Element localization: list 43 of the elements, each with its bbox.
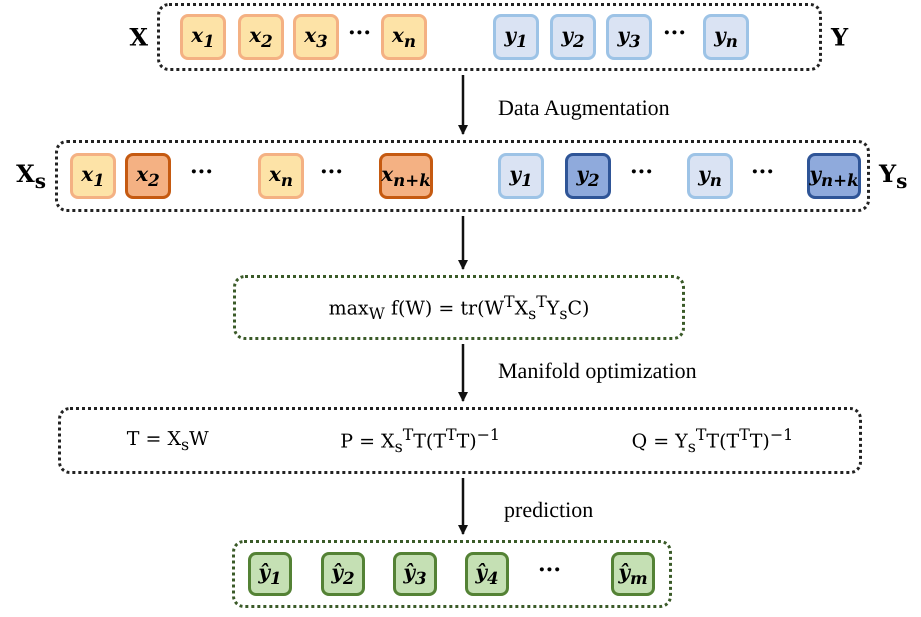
dotted-frame (232, 540, 672, 608)
group-heading: X$_{s}$ (16, 159, 46, 193)
variable-box: y$_{3}$ (606, 14, 652, 60)
variable-box: ŷ$_{m}$ (611, 552, 655, 596)
group-heading: Y (831, 22, 848, 52)
ellipsis: ··· (630, 159, 653, 185)
variable-box: x$_{n+k}$ (379, 153, 433, 199)
dotted-frame (58, 407, 862, 474)
ellipsis: ··· (751, 159, 774, 185)
variable-box: x$_{n}$ (258, 153, 304, 199)
dotted-frame (233, 275, 685, 340)
ellipsis: ··· (348, 20, 371, 46)
arrow (458, 216, 468, 270)
variable-box: x$_{1}$ (70, 153, 116, 199)
ellipsis: ··· (663, 20, 686, 46)
arrow (458, 478, 468, 535)
group-heading: X (129, 22, 148, 52)
variable-box: y$_{2}$ (565, 153, 611, 199)
variable-box: x$_{2}$ (238, 14, 284, 60)
ellipsis: ··· (538, 557, 561, 583)
formula-text: max$_{W}$ f(W) = tr(W$^{T}$X$_{s}$$^{T}$Y$_{s}$C) (328, 292, 590, 324)
group-heading: Y$_{s}$ (879, 159, 908, 193)
variable-box: x$_{3}$ (293, 14, 339, 60)
ellipsis: ··· (190, 159, 213, 185)
arrow (458, 75, 468, 135)
variable-box: y$_{n}$ (687, 153, 733, 199)
formula-text: P = X$_{s}$$^{T}$T(T$^{T}$T)$^{−1}$ (340, 424, 500, 456)
variable-box: y$_{n}$ (703, 14, 749, 60)
variable-box: ŷ$_{1}$ (248, 552, 292, 596)
arrow (458, 344, 468, 402)
variable-box: x$_{1}$ (180, 14, 226, 60)
variable-box: y$_{n+k}$ (807, 153, 861, 199)
formula-text: T = X$_{s}$W (126, 428, 209, 454)
variable-box: ŷ$_{2}$ (321, 552, 365, 596)
variable-box: y$_{1}$ (498, 153, 544, 199)
variable-box: x$_{2}$ (125, 153, 171, 199)
variable-box: ŷ$_{4}$ (465, 552, 509, 596)
ellipsis: ··· (320, 159, 343, 185)
formula-text: Q = Y$_{s}$$^{T}$T(T$^{T}$T)$^{−1}$ (632, 424, 794, 456)
variable-box: y$_{2}$ (550, 14, 596, 60)
variable-box: y$_{1}$ (493, 14, 539, 60)
variable-box: x$_{n}$ (381, 14, 427, 60)
variable-box: ŷ$_{3}$ (393, 552, 437, 596)
